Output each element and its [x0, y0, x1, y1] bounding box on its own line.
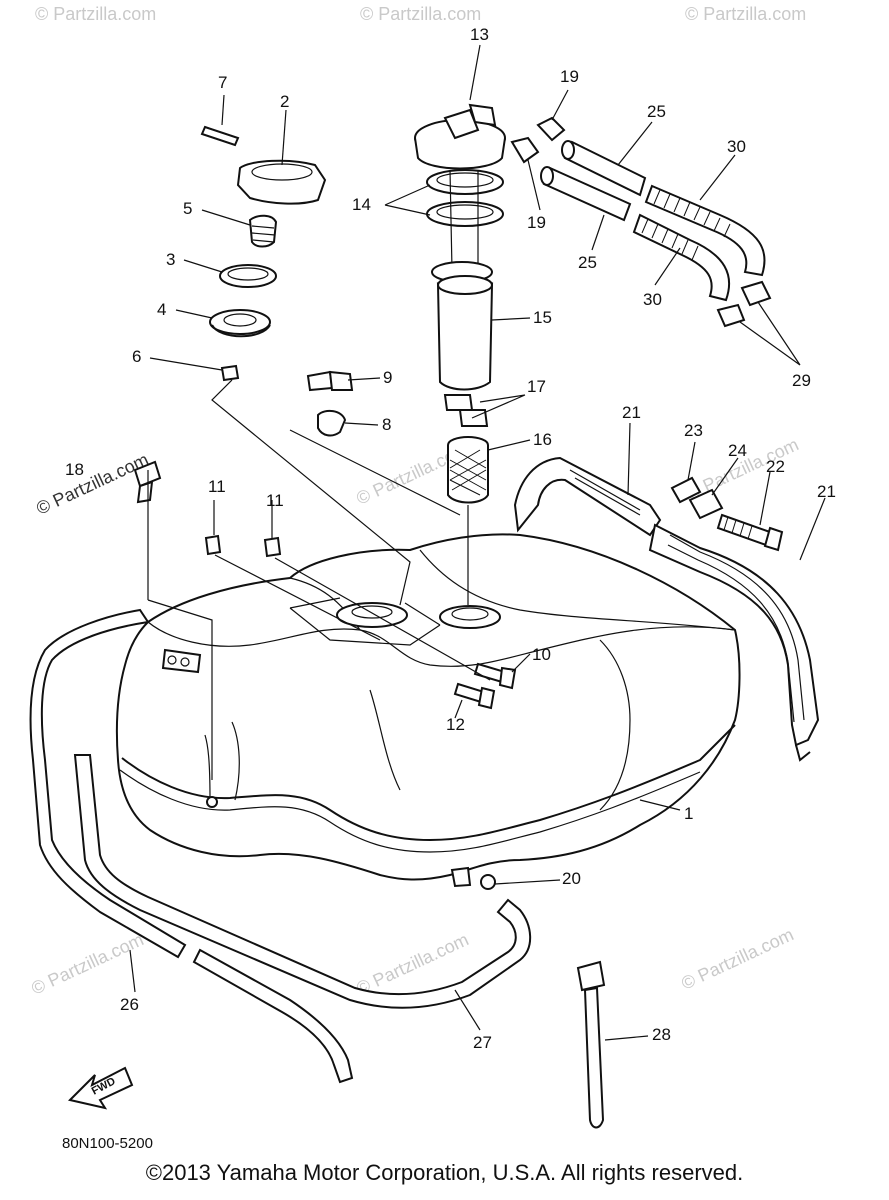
part-number: 11: [266, 491, 284, 510]
fwd-arrow-icon: FWD: [68, 1066, 134, 1110]
collar-24: [688, 488, 724, 520]
part-number: 6: [132, 347, 141, 366]
part-number: 14: [352, 195, 371, 214]
leader-lines: [129, 44, 826, 1041]
pin-7: [200, 125, 240, 147]
watermark: © Partzilla.com: [28, 929, 146, 998]
cap-base-4: [209, 309, 271, 338]
part-number: 30: [643, 290, 662, 309]
part-number: 28: [652, 1025, 671, 1044]
gasket-14: [426, 169, 504, 227]
part-number: 22: [766, 457, 785, 476]
filter-16: [447, 436, 489, 504]
hose-25: [540, 140, 647, 222]
watermark: © Partzilla.com: [685, 4, 806, 24]
pump-cover-13: [414, 103, 506, 170]
clip-6: [220, 364, 240, 382]
clip-8: [317, 409, 347, 437]
tool-28: [576, 960, 606, 1129]
bolt-22: [716, 513, 784, 552]
part-number: 18: [65, 460, 84, 479]
part-number: 21: [817, 482, 836, 501]
part-number: 8: [382, 415, 391, 434]
part-number: 13: [470, 25, 489, 44]
fuel-tank: [115, 533, 741, 888]
hose-27: [73, 754, 532, 1009]
part-number: 12: [446, 715, 465, 734]
part-number: 5: [183, 199, 192, 218]
part-number: 24: [728, 441, 747, 460]
part-number: 1: [684, 804, 693, 823]
part-number: 11: [208, 477, 226, 496]
hose-30: [632, 184, 766, 302]
watermark: © Partzilla.com: [35, 4, 156, 24]
part-number: 27: [473, 1033, 492, 1052]
collar-23: [670, 476, 702, 504]
watermark: © Partzilla.com: [678, 924, 796, 993]
part-number: 16: [533, 430, 552, 449]
part-number: 19: [527, 213, 546, 232]
part-number: 21: [622, 403, 641, 422]
spring-5: [248, 214, 278, 248]
clamp-17: [443, 394, 489, 427]
part-number: 23: [684, 421, 703, 440]
part-number: 19: [560, 67, 579, 86]
hose-26: [29, 608, 354, 1084]
part-number: 2: [280, 92, 289, 111]
part-labels: 13 2 7 5 3 4 6 9 8 14 15 17 16 19 19 25 …: [65, 25, 836, 1052]
watermark: © Partzilla.com: [33, 449, 151, 518]
part-number: 7: [218, 73, 227, 92]
fuel-cap-2: [236, 159, 327, 205]
watermark: © Partzilla.com: [360, 4, 481, 24]
copyright-notice: ©2013 Yamaha Motor Corporation, U.S.A. A…: [145, 1160, 744, 1185]
clamp-20: [480, 874, 496, 890]
part-number: 25: [647, 102, 666, 121]
part-number: 3: [166, 250, 175, 269]
part-number: 17: [527, 377, 546, 396]
bolt-12: [453, 682, 496, 710]
bolt-10: [473, 662, 517, 690]
nut-11a: [204, 534, 222, 556]
nut-11b: [263, 536, 282, 558]
part-number: 4: [157, 300, 166, 319]
diagram-code: 80N100-5200: [62, 1135, 153, 1152]
clamp-29: [716, 280, 772, 328]
clamp-19: [510, 116, 566, 164]
pump-body-15: [431, 169, 494, 391]
part-number: 15: [533, 308, 552, 327]
part-number: 25: [578, 253, 597, 272]
part-number: 10: [532, 645, 551, 664]
clamp-9: [306, 370, 354, 392]
part-number: 29: [792, 371, 811, 390]
part-number: 9: [383, 368, 392, 387]
gasket-3: [219, 264, 277, 288]
part-number: 26: [120, 995, 139, 1014]
part-number: 20: [562, 869, 581, 888]
part-number: 30: [727, 137, 746, 156]
strap-21: [513, 456, 820, 762]
